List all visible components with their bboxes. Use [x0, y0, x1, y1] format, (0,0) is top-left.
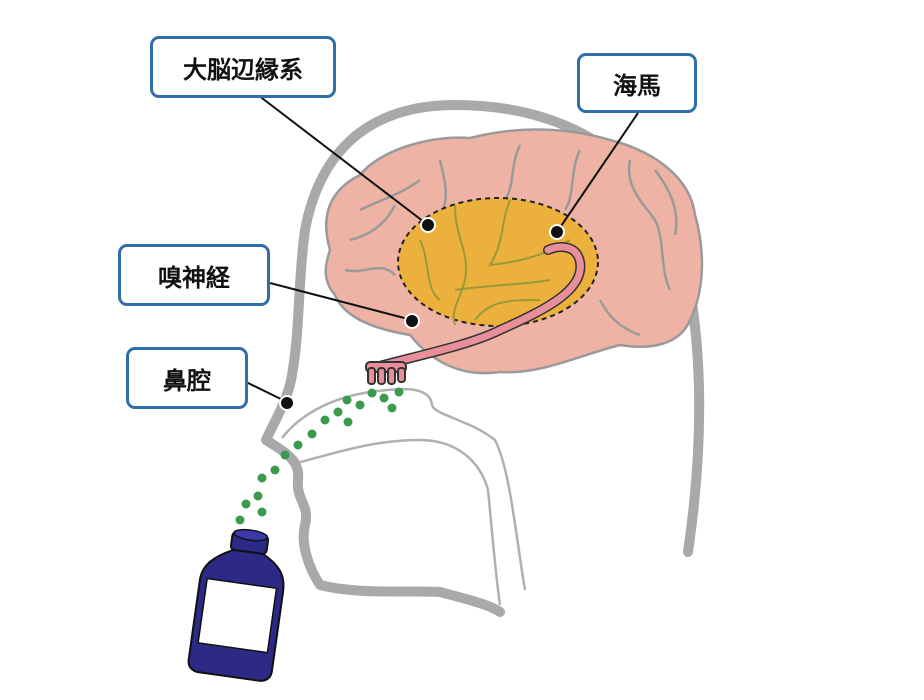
- label-text: 嗅神経: [158, 263, 230, 292]
- label-text: 鼻腔: [163, 366, 211, 395]
- label-text: 海馬: [613, 71, 661, 100]
- throat-line: [299, 438, 502, 606]
- label-olfactory-nerve: 嗅神経: [118, 244, 270, 306]
- leader-lines: [245, 94, 639, 403]
- olfactory-bulb: [365, 361, 407, 385]
- olfactory-nerve-marker: [404, 313, 420, 329]
- nasal-cavity-line: [281, 387, 527, 591]
- label-limbic-system: 大脳辺縁系: [150, 36, 336, 98]
- spray-particles: [235, 387, 404, 525]
- label-text: 大脳辺縁系: [183, 55, 303, 84]
- hippocampus-marker: [549, 224, 565, 240]
- spray-bottle: [187, 528, 285, 682]
- label-nasal-cavity: 鼻腔: [126, 347, 248, 409]
- nasal-cavity-marker: [279, 395, 295, 411]
- limbic-marker: [420, 217, 436, 233]
- marker-dots: [279, 217, 565, 411]
- label-hippocampus: 海馬: [577, 53, 697, 113]
